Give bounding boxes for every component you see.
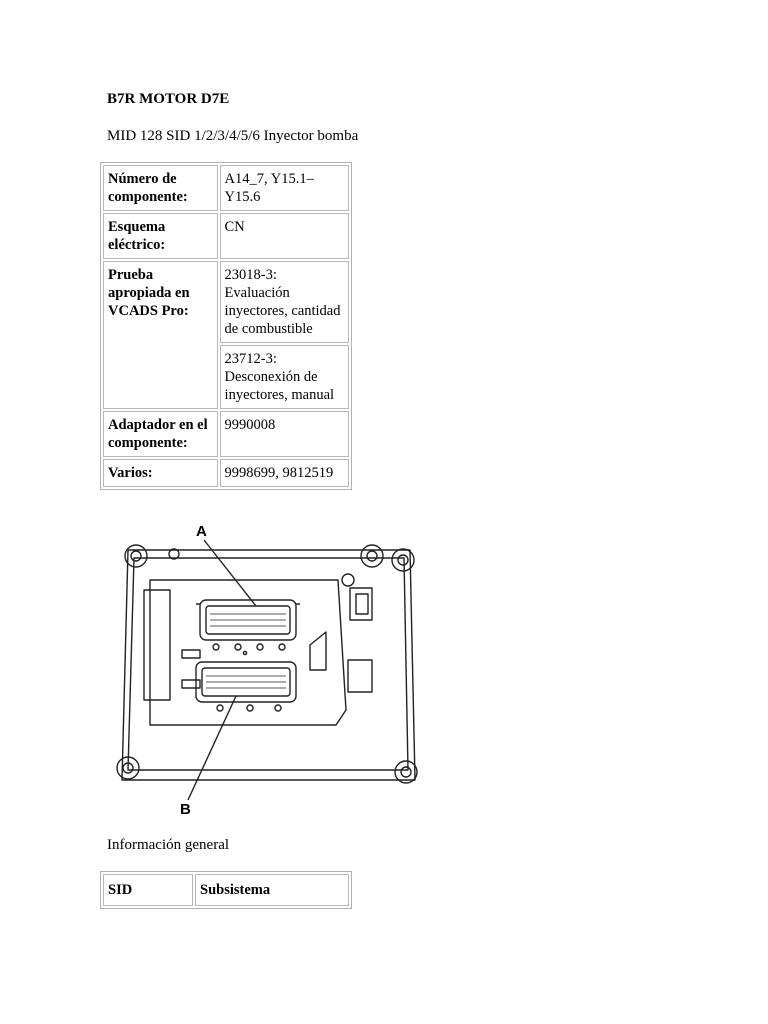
row-value: 9998699, 9812519 bbox=[219, 459, 349, 487]
column-header-sid: SID bbox=[103, 874, 193, 906]
label-a: A bbox=[196, 523, 207, 540]
table-row: Adaptador en el componente: 9990008 bbox=[103, 411, 349, 457]
table-row: Número de componente: A14_7, Y15.1–Y15.6 bbox=[103, 165, 349, 211]
row-key: Prueba apropiada en VCADS Pro: bbox=[103, 261, 218, 409]
ecu-housing bbox=[121, 549, 416, 781]
ecu-diagram: A B bbox=[116, 523, 418, 818]
row-value: A14_7, Y15.1–Y15.6 bbox=[219, 165, 349, 211]
row-value: 23018-3: Evaluación inyectores, cantidad… bbox=[219, 261, 349, 343]
row-key: Adaptador en el componente: bbox=[103, 411, 218, 457]
row-value: 23712-3: Desconexión de inyectores, manu… bbox=[219, 345, 349, 409]
mount-hole-tl bbox=[124, 544, 148, 568]
mount-hole-tr bbox=[360, 544, 384, 568]
connector-b bbox=[195, 661, 297, 703]
label-b: B bbox=[180, 801, 191, 818]
ecu-housing-inner bbox=[127, 557, 409, 771]
mount-hole-bl bbox=[116, 756, 140, 780]
mount-hole-tr2 bbox=[391, 548, 415, 572]
table-row: Esquema eléctrico: CN bbox=[103, 213, 349, 259]
leader-a bbox=[203, 539, 257, 607]
table-header-row: SID Subsistema bbox=[103, 874, 349, 906]
row-key: Varios: bbox=[103, 459, 218, 487]
table-row: 23712-3: Desconexión de inyectores, manu… bbox=[103, 345, 349, 409]
page-subtitle: MID 128 SID 1/2/3/4/5/6 Inyector bomba bbox=[107, 128, 359, 144]
column-header-subsystem: Subsistema bbox=[195, 874, 349, 906]
component-table: Número de componente: A14_7, Y15.1–Y15.6… bbox=[100, 162, 352, 490]
mount-hole-br bbox=[394, 760, 418, 784]
sid-table: SID Subsistema bbox=[100, 871, 352, 909]
page-title: B7R MOTOR D7E bbox=[107, 91, 230, 107]
row-value: 9990008 bbox=[219, 411, 349, 457]
table-row: Varios: 9998699, 9812519 bbox=[103, 459, 349, 487]
row-key: Número de componente: bbox=[103, 165, 218, 211]
row-value: CN bbox=[219, 213, 349, 259]
row-key: Esquema eléctrico: bbox=[103, 213, 218, 259]
connector-a bbox=[199, 599, 297, 641]
table-row: Prueba apropiada en VCADS Pro: 23018-3: … bbox=[103, 261, 349, 409]
section-heading: Información general bbox=[107, 837, 230, 853]
leader-b bbox=[187, 695, 237, 801]
